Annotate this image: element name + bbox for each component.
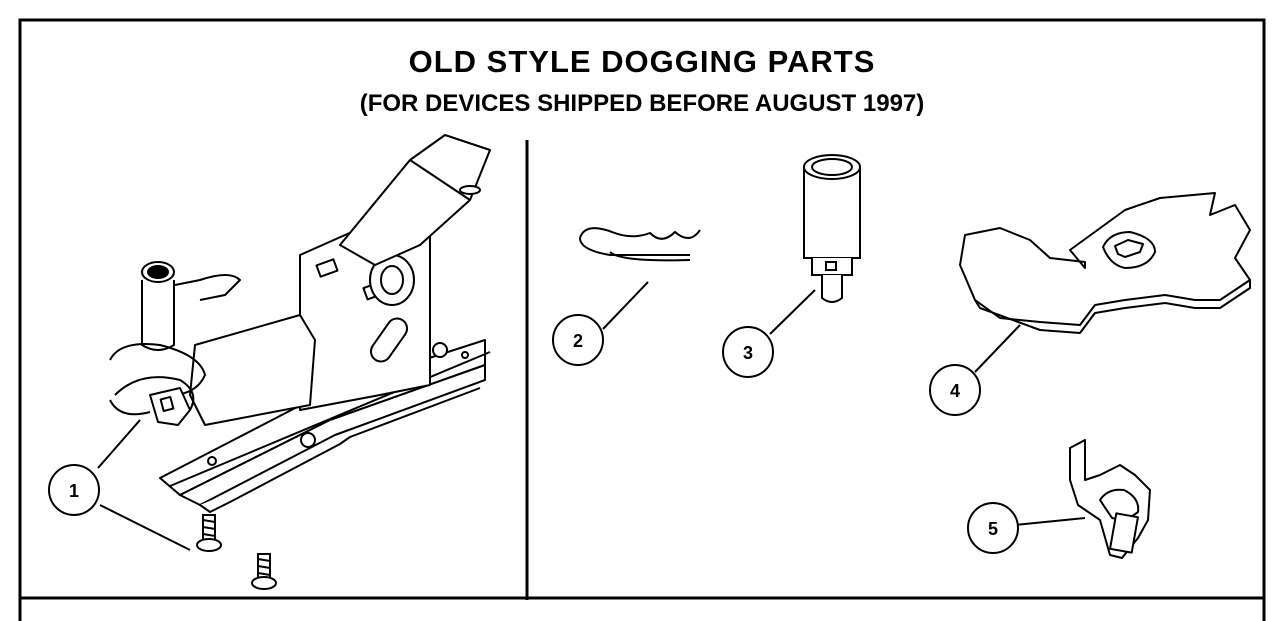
- callout-number: 4: [950, 381, 960, 401]
- frame-border: [18, 18, 1266, 621]
- callout-3: 3: [722, 326, 774, 378]
- callout-number: 1: [69, 481, 79, 501]
- callout-1: 1: [48, 464, 100, 516]
- dogging-pin-icon: [803, 154, 861, 303]
- hairpin-cotter-icon: [578, 227, 701, 262]
- leader-lines: [97, 281, 1086, 551]
- callout-4: 4: [929, 364, 981, 416]
- callout-5: 5: [967, 502, 1019, 554]
- callout-2: 2: [552, 314, 604, 366]
- callout-number: 2: [573, 331, 583, 351]
- page-title: OLD STYLE DOGGING PARTS: [408, 44, 876, 79]
- dogging-clip-icon: [1069, 439, 1151, 559]
- dogging-assembly-icon: [109, 134, 491, 513]
- dogging-plate-icon: [959, 192, 1251, 334]
- callout-number: 5: [988, 519, 998, 539]
- page-subtitle: (FOR DEVICES SHIPPED BEFORE AUGUST 1997): [359, 90, 925, 117]
- callout-number: 3: [743, 343, 753, 363]
- screw-icon: [196, 514, 277, 590]
